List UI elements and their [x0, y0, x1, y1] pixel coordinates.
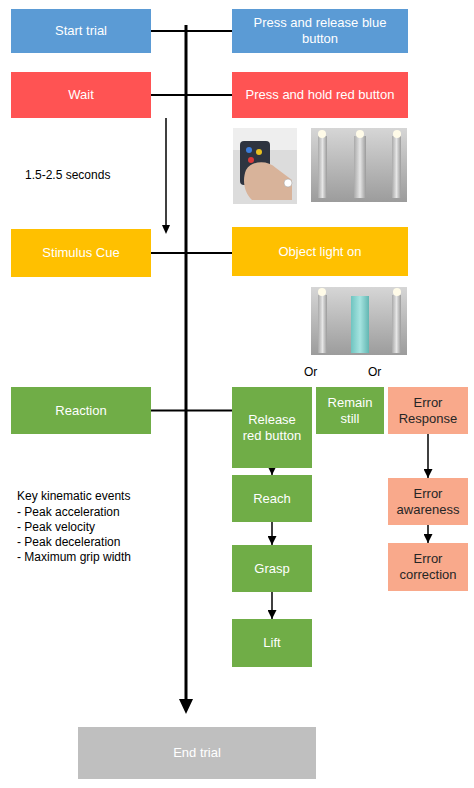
box-label: Error correction	[393, 551, 463, 583]
step-box: Start trial	[11, 9, 151, 53]
box-label: Grasp	[254, 561, 289, 577]
list-item: - Peak velocity	[17, 520, 95, 535]
box-label: Remain still	[321, 395, 379, 427]
list-heading: Key kinematic events	[17, 489, 130, 504]
yellow-button	[256, 149, 262, 155]
cylinder	[318, 136, 327, 198]
or-label: Or	[368, 365, 381, 380]
box-label: Press and hold red button	[246, 87, 395, 103]
cylinder	[318, 295, 327, 353]
lit-cylinder	[351, 296, 369, 353]
step-box: Wait	[11, 72, 151, 118]
photo-background	[233, 128, 297, 204]
connector-line	[151, 252, 232, 254]
cylinders-photo	[311, 128, 407, 202]
connector-line	[151, 94, 232, 96]
red-button	[248, 157, 254, 163]
step-box: Reaction	[11, 387, 151, 434]
box-label: Lift	[263, 635, 280, 651]
light	[318, 130, 326, 138]
action-box: Lift	[232, 619, 312, 667]
object-lit-photo	[311, 287, 407, 355]
action-box: Grasp	[232, 545, 312, 592]
photo-background	[311, 128, 407, 202]
cylinder	[354, 136, 366, 198]
box-label: Start trial	[55, 23, 107, 39]
connector-arrow	[271, 592, 273, 619]
controller-photo	[233, 128, 297, 204]
action-box: Remain still	[316, 387, 384, 434]
action-box: Release red button	[232, 387, 312, 468]
action-box: Reach	[232, 475, 312, 522]
error-box: Error awareness	[388, 478, 468, 525]
action-box: Object light on	[232, 227, 408, 276]
error-box: Error Response	[388, 387, 468, 434]
connector-arrow	[427, 525, 429, 543]
connector-line	[151, 30, 232, 32]
cylinder	[392, 295, 401, 353]
connector-arrow	[271, 522, 273, 545]
hand	[244, 162, 292, 200]
light	[356, 130, 364, 138]
error-box: Error correction	[388, 543, 468, 591]
box-label: Error Response	[393, 395, 463, 427]
timeline-line	[185, 25, 188, 700]
step-box: Stimulus Cue	[11, 229, 151, 277]
box-label: Release red button	[237, 412, 307, 444]
action-box: Press and release blue button	[232, 9, 408, 53]
box-label: Object light on	[278, 244, 361, 260]
list-item: - Peak acceleration	[17, 505, 120, 520]
connector-line	[151, 410, 232, 412]
list-item: - Maximum grip width	[17, 550, 131, 565]
duration-arrowhead	[162, 225, 170, 234]
list-item: - Peak deceleration	[17, 535, 120, 550]
light	[318, 288, 326, 296]
marker-dot	[284, 179, 292, 187]
action-box: Press and hold red button	[232, 72, 408, 118]
light	[393, 288, 401, 296]
duration-label: 1.5-2.5 seconds	[25, 168, 110, 183]
box-label: End trial	[173, 745, 221, 761]
box-label: Press and release blue button	[237, 15, 403, 47]
connector-arrow	[271, 468, 273, 475]
connector-arrow	[427, 434, 429, 478]
box-label: Reach	[253, 491, 291, 507]
light	[393, 130, 401, 138]
duration-arrow	[165, 118, 167, 226]
blue-button	[246, 147, 252, 153]
box-label: Error awareness	[393, 486, 463, 518]
or-label: Or	[304, 365, 317, 380]
timeline-arrowhead	[179, 699, 193, 714]
box-label: Wait	[68, 87, 94, 103]
end-box: End trial	[78, 727, 316, 779]
photo-background	[311, 287, 407, 355]
cylinder	[392, 136, 401, 198]
box-label: Reaction	[55, 403, 106, 419]
box-label: Stimulus Cue	[42, 245, 119, 261]
